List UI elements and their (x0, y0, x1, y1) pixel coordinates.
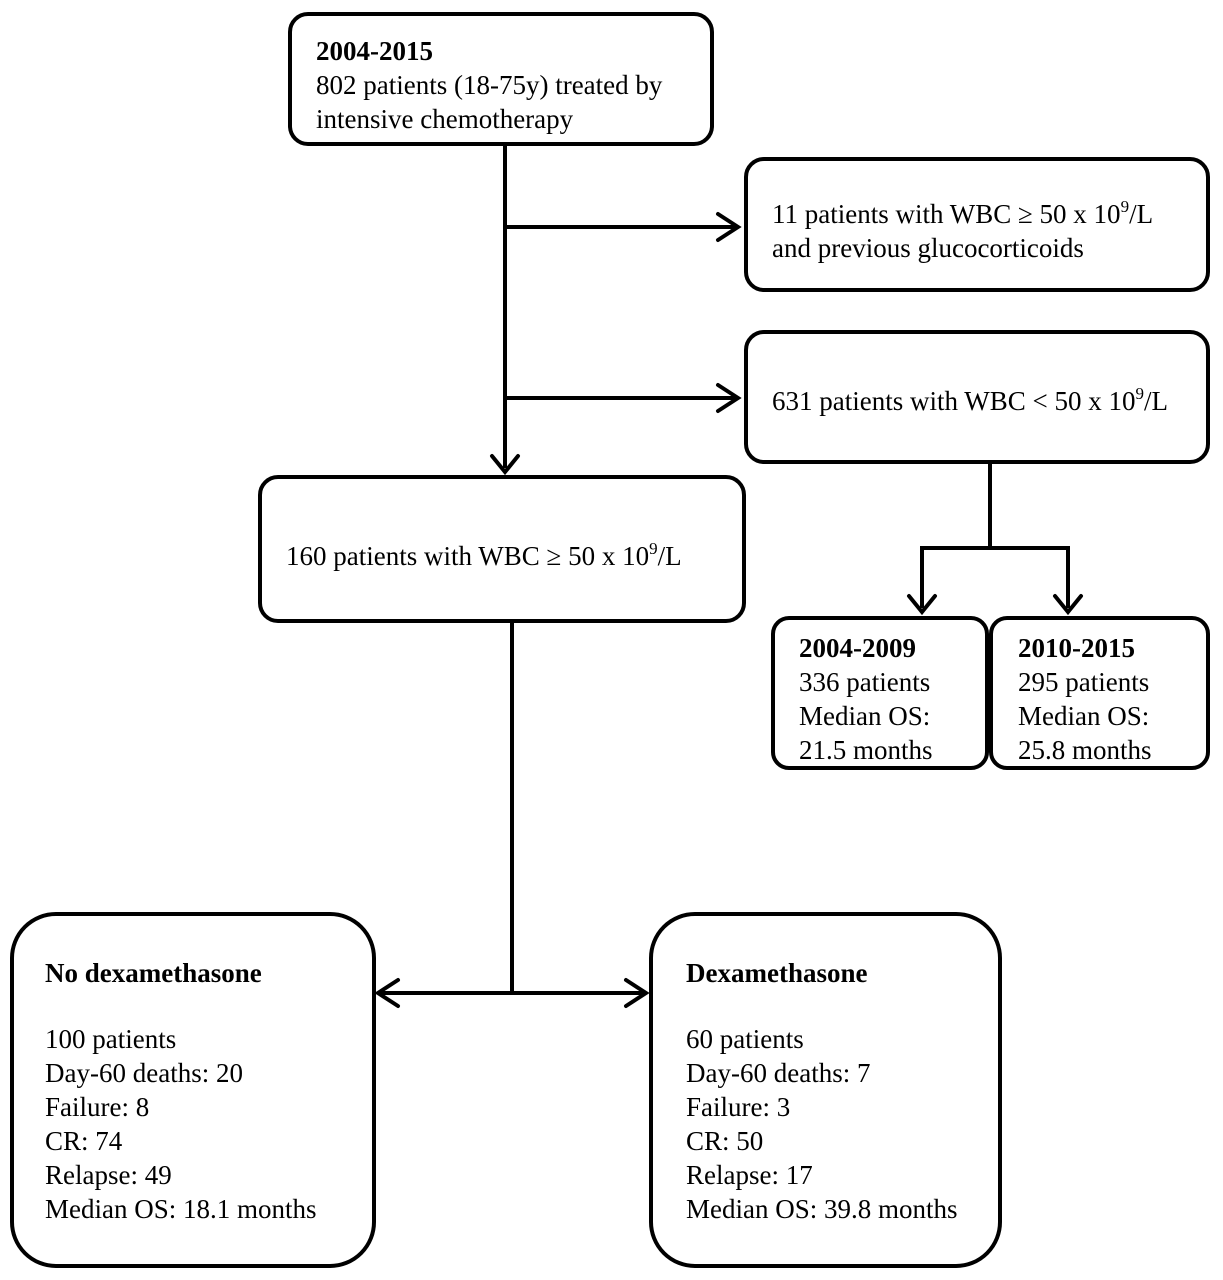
box-cohort: 2004-2015 802 patients (18-75y) treated … (288, 12, 714, 146)
period1-patients: 336 patients (799, 667, 931, 697)
period2-os-value: 25.8 months (1018, 735, 1152, 765)
excluded-line1: 11 patients with WBC ≥ 50 x 109/L (772, 197, 1154, 229)
cohort-line1: 802 patients (18-75y) treated by (316, 70, 663, 100)
dex-os: Median OS: 39.8 months (686, 1194, 958, 1224)
no-dex-deaths: Day-60 deaths: 20 (45, 1058, 243, 1088)
branch-excluded-arrowhead (716, 212, 742, 242)
cohort-title: 2004-2015 (316, 36, 433, 66)
cohort-line2: intensive chemotherapy (316, 104, 574, 134)
no-dex-spacer (45, 990, 372, 1022)
dex-deaths: Day-60 deaths: 7 (686, 1058, 871, 1088)
dex-title: Dexamethasone (686, 958, 868, 988)
dex-patients: 60 patients (686, 1024, 804, 1054)
dex-spacer (686, 990, 998, 1022)
dex-relapse: Relapse: 17 (686, 1160, 813, 1190)
dex-cr: CR: 50 (686, 1126, 764, 1156)
box-period-2004-2009: 2004-2009 336 patients Median OS: 21.5 m… (771, 616, 989, 770)
no-dex-relapse: Relapse: 49 (45, 1160, 172, 1190)
box-excluded: 11 patients with WBC ≥ 50 x 109/L and pr… (744, 157, 1210, 292)
no-dex-title: No dexamethasone (45, 958, 262, 988)
period1-os-value: 21.5 months (799, 735, 933, 765)
box-low-wbc: 631 patients with WBC < 50 x 109/L (744, 330, 1210, 464)
box-no-dexamethasone: No dexamethasone 100 patients Day-60 dea… (10, 912, 376, 1268)
high-wbc-text: 160 patients with WBC ≥ 50 x 109/L (286, 539, 682, 571)
treatment-left-arrowhead (374, 978, 400, 1008)
treatment-right-arrowhead (624, 978, 650, 1008)
excluded-line2: and previous glucocorticoids (772, 233, 1084, 263)
trunk-arrowhead (490, 454, 520, 476)
no-dex-patients: 100 patients (45, 1024, 177, 1054)
period2-patients: 295 patients (1018, 667, 1150, 697)
branch-low-wbc-arrowhead (716, 383, 742, 413)
dex-failure: Failure: 3 (686, 1092, 791, 1122)
box-dexamethasone: Dexamethasone 60 patients Day-60 deaths:… (649, 912, 1002, 1268)
period2-os-label: Median OS: (1018, 701, 1150, 731)
period2-title: 2010-2015 (1018, 633, 1135, 663)
box-high-wbc: 160 patients with WBC ≥ 50 x 109/L (258, 475, 746, 623)
period1-title: 2004-2009 (799, 633, 916, 663)
period1-os-label: Median OS: (799, 701, 931, 731)
split-right-arrowhead (1053, 594, 1083, 616)
split-left-arrowhead (907, 594, 937, 616)
no-dex-failure: Failure: 8 (45, 1092, 150, 1122)
no-dex-os: Median OS: 18.1 months (45, 1194, 317, 1224)
low-wbc-text: 631 patients with WBC < 50 x 109/L (772, 384, 1168, 416)
no-dex-cr: CR: 74 (45, 1126, 123, 1156)
box-period-2010-2015: 2010-2015 295 patients Median OS: 25.8 m… (989, 616, 1210, 770)
